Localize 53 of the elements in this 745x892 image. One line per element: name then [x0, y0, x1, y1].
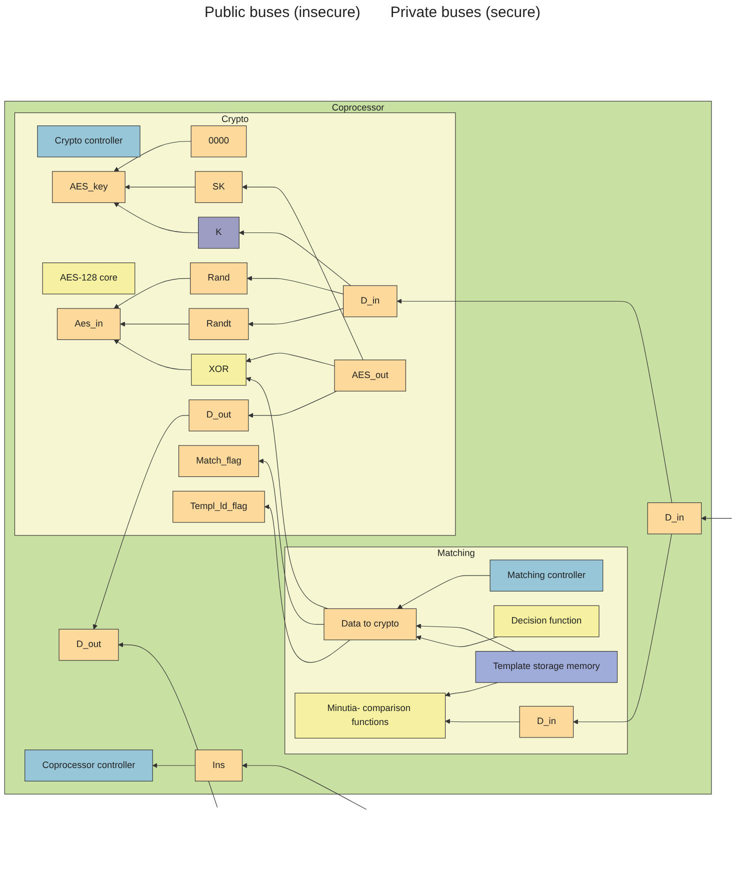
arrow [114, 202, 199, 234]
node-box: D_in [647, 502, 702, 534]
node-box: D_out [188, 400, 249, 432]
node-box: Decision function [494, 605, 600, 638]
node-box: Rand [190, 262, 248, 294]
node-box: D_in [519, 706, 574, 738]
node-box: Match_flag [178, 445, 259, 477]
arrow [397, 575, 490, 609]
node-box: D_out [58, 628, 119, 661]
arrow [92, 415, 190, 630]
arrow [445, 682, 498, 697]
node-box: SK [194, 171, 243, 203]
node-box: Template storage memory [475, 651, 618, 683]
arrow [246, 276, 344, 294]
arrow [248, 308, 344, 327]
arrow [701, 516, 732, 521]
node-box: XOR [191, 354, 246, 386]
node-box: D_in [342, 285, 398, 318]
arrow [445, 718, 520, 724]
node-box: Randt [188, 308, 249, 340]
node-box: Crypto controller [37, 125, 140, 158]
arrow [124, 184, 196, 190]
arrow [152, 762, 196, 768]
arrow [120, 322, 190, 327]
node-box: Ins [194, 750, 243, 782]
node-box: Coprocessor controller [24, 750, 153, 782]
arrow [573, 534, 672, 724]
arrow [238, 230, 351, 286]
node-box: Minutia- comparison functions [294, 692, 446, 738]
arrow [246, 377, 328, 609]
node-box: Aes_in [56, 308, 120, 340]
arrow [246, 352, 335, 366]
arrow [242, 762, 367, 810]
arrow [264, 504, 350, 663]
node-box: Templ_ld_flag [172, 490, 265, 523]
node-box: 0000 [190, 125, 247, 158]
node-box: Data to crypto [324, 608, 417, 640]
bus-note: Private buses (secure) [390, 4, 540, 21]
node-box: AES_out [334, 360, 406, 392]
node-box: K [198, 216, 240, 249]
arrow [258, 458, 324, 625]
node-box: Matching controller [490, 560, 604, 592]
node-box: AES-128 core [42, 262, 136, 294]
arrow [114, 278, 191, 309]
arrow [248, 390, 338, 418]
node-box: AES_key [52, 171, 126, 203]
arrow [416, 624, 515, 652]
arrow [396, 298, 672, 504]
arrow [242, 184, 364, 360]
arrow [114, 339, 192, 370]
arrow [416, 635, 498, 647]
bus-note: Public buses (insecure) [204, 4, 360, 21]
arrow [114, 141, 192, 172]
